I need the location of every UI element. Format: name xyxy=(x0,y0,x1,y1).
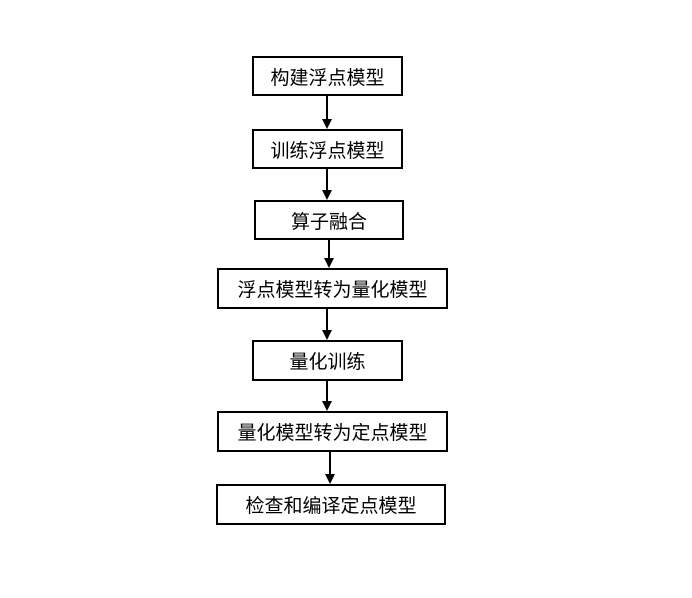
step-label: 训练浮点模型 xyxy=(270,139,385,162)
arrow-down-6 xyxy=(325,452,335,484)
arrow-down-4 xyxy=(322,309,332,340)
step-check-compile-fixed-point: 检查和编译定点模型 xyxy=(216,484,446,525)
step-label: 量化模型转为定点模型 xyxy=(237,422,428,444)
arrow-down-1 xyxy=(322,96,332,129)
step-train-float-model: 训练浮点模型 xyxy=(252,129,403,169)
arrow-down-2 xyxy=(322,169,332,200)
step-quantized-to-fixed-point: 量化模型转为定点模型 xyxy=(217,411,448,452)
arrow-down-5 xyxy=(322,381,332,411)
step-build-float-model: 构建浮点模型 xyxy=(252,56,403,96)
step-operator-fusion: 算子融合 xyxy=(254,200,404,240)
step-label: 算子融合 xyxy=(290,210,367,233)
arrow-down-3 xyxy=(324,240,334,268)
step-float-to-quantized: 浮点模型转为量化模型 xyxy=(217,268,448,309)
step-label: 浮点模型转为量化模型 xyxy=(237,279,428,301)
step-label: 构建浮点模型 xyxy=(270,66,385,89)
step-label: 量化训练 xyxy=(289,351,366,373)
step-label: 检查和编译定点模型 xyxy=(245,495,417,517)
step-quantization-training: 量化训练 xyxy=(252,340,403,381)
